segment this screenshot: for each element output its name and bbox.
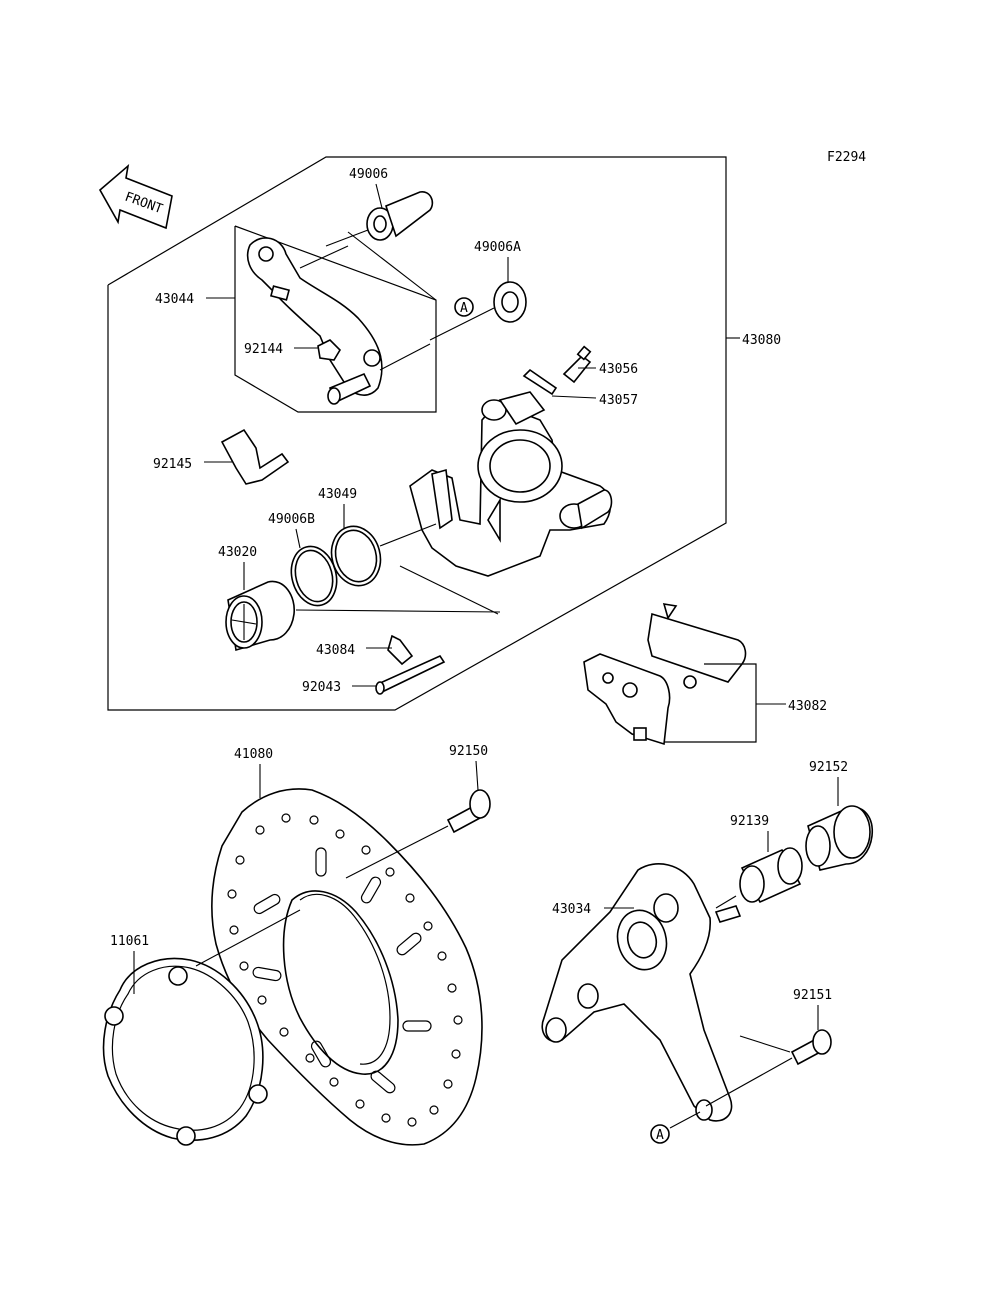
label-92150: 92150: [449, 744, 488, 759]
label-41080: 41080: [234, 747, 273, 762]
label-92145: 92145: [153, 457, 192, 472]
ref-marker-a-upper: A: [454, 297, 474, 317]
label-92139: 92139: [730, 814, 769, 829]
pad-pin: [375, 654, 446, 695]
disc-slots: [252, 847, 432, 1094]
bracket-bolt: [705, 1029, 832, 1107]
label-43020: 43020: [218, 545, 257, 560]
caliper-mount-bracket: [541, 863, 791, 1122]
bleeder-valve: [562, 345, 592, 384]
piston-seal: [330, 525, 382, 587]
bleeder-cap: [522, 368, 558, 396]
ref-marker-text-lower: A: [656, 1128, 664, 1143]
slide-pin-boot: [325, 191, 434, 247]
brake-pad-outer: [647, 603, 747, 689]
pad-group-bracket: [664, 663, 757, 743]
dust-seal: [290, 545, 338, 607]
label-43049: 43049: [318, 487, 357, 502]
bracket-collar: [805, 805, 873, 871]
caliper-bracket: [246, 231, 437, 405]
label-49006b: 49006B: [268, 512, 315, 527]
front-arrow-icon: FRONT: [98, 163, 173, 230]
disc-gasket: [102, 909, 301, 1146]
cotter-pin: [387, 634, 414, 666]
label-92144: 92144: [244, 342, 283, 357]
caliper-assembly-outline: [107, 156, 727, 711]
label-43034: 43034: [552, 902, 591, 917]
label-49006: 49006: [349, 167, 388, 182]
label-43057: 43057: [599, 393, 638, 408]
label-49006a: 49006A: [474, 240, 521, 255]
label-92043: 92043: [302, 680, 341, 695]
caliper-piston: [225, 580, 295, 652]
brake-disc: [210, 788, 483, 1146]
disc-bolt: [345, 789, 491, 879]
ref-marker-text: A: [460, 301, 468, 316]
label-43044: 43044: [155, 292, 194, 307]
label-43084: 43084: [316, 643, 355, 658]
bracket-group-outline: [234, 225, 437, 413]
bracket-clip: [317, 339, 342, 361]
label-92151: 92151: [793, 988, 832, 1003]
label-43080: 43080: [742, 333, 781, 348]
bracket-bushing: [715, 847, 803, 909]
label-43056: 43056: [599, 362, 638, 377]
figure-code: F2294: [827, 150, 866, 165]
ref-marker-a-lower: A: [650, 1111, 701, 1144]
label-11061: 11061: [110, 934, 149, 949]
label-92152: 92152: [809, 760, 848, 775]
slide-pin-boot-a: [429, 281, 527, 341]
brake-pad-inner: [583, 653, 671, 746]
label-43082: 43082: [788, 699, 827, 714]
pad-spring: [220, 428, 290, 485]
part-labels: 49006 49006A 43044 92144 43056 43057 430…: [110, 167, 848, 1030]
caliper-body: [379, 391, 613, 577]
disc-holes: [227, 813, 463, 1127]
